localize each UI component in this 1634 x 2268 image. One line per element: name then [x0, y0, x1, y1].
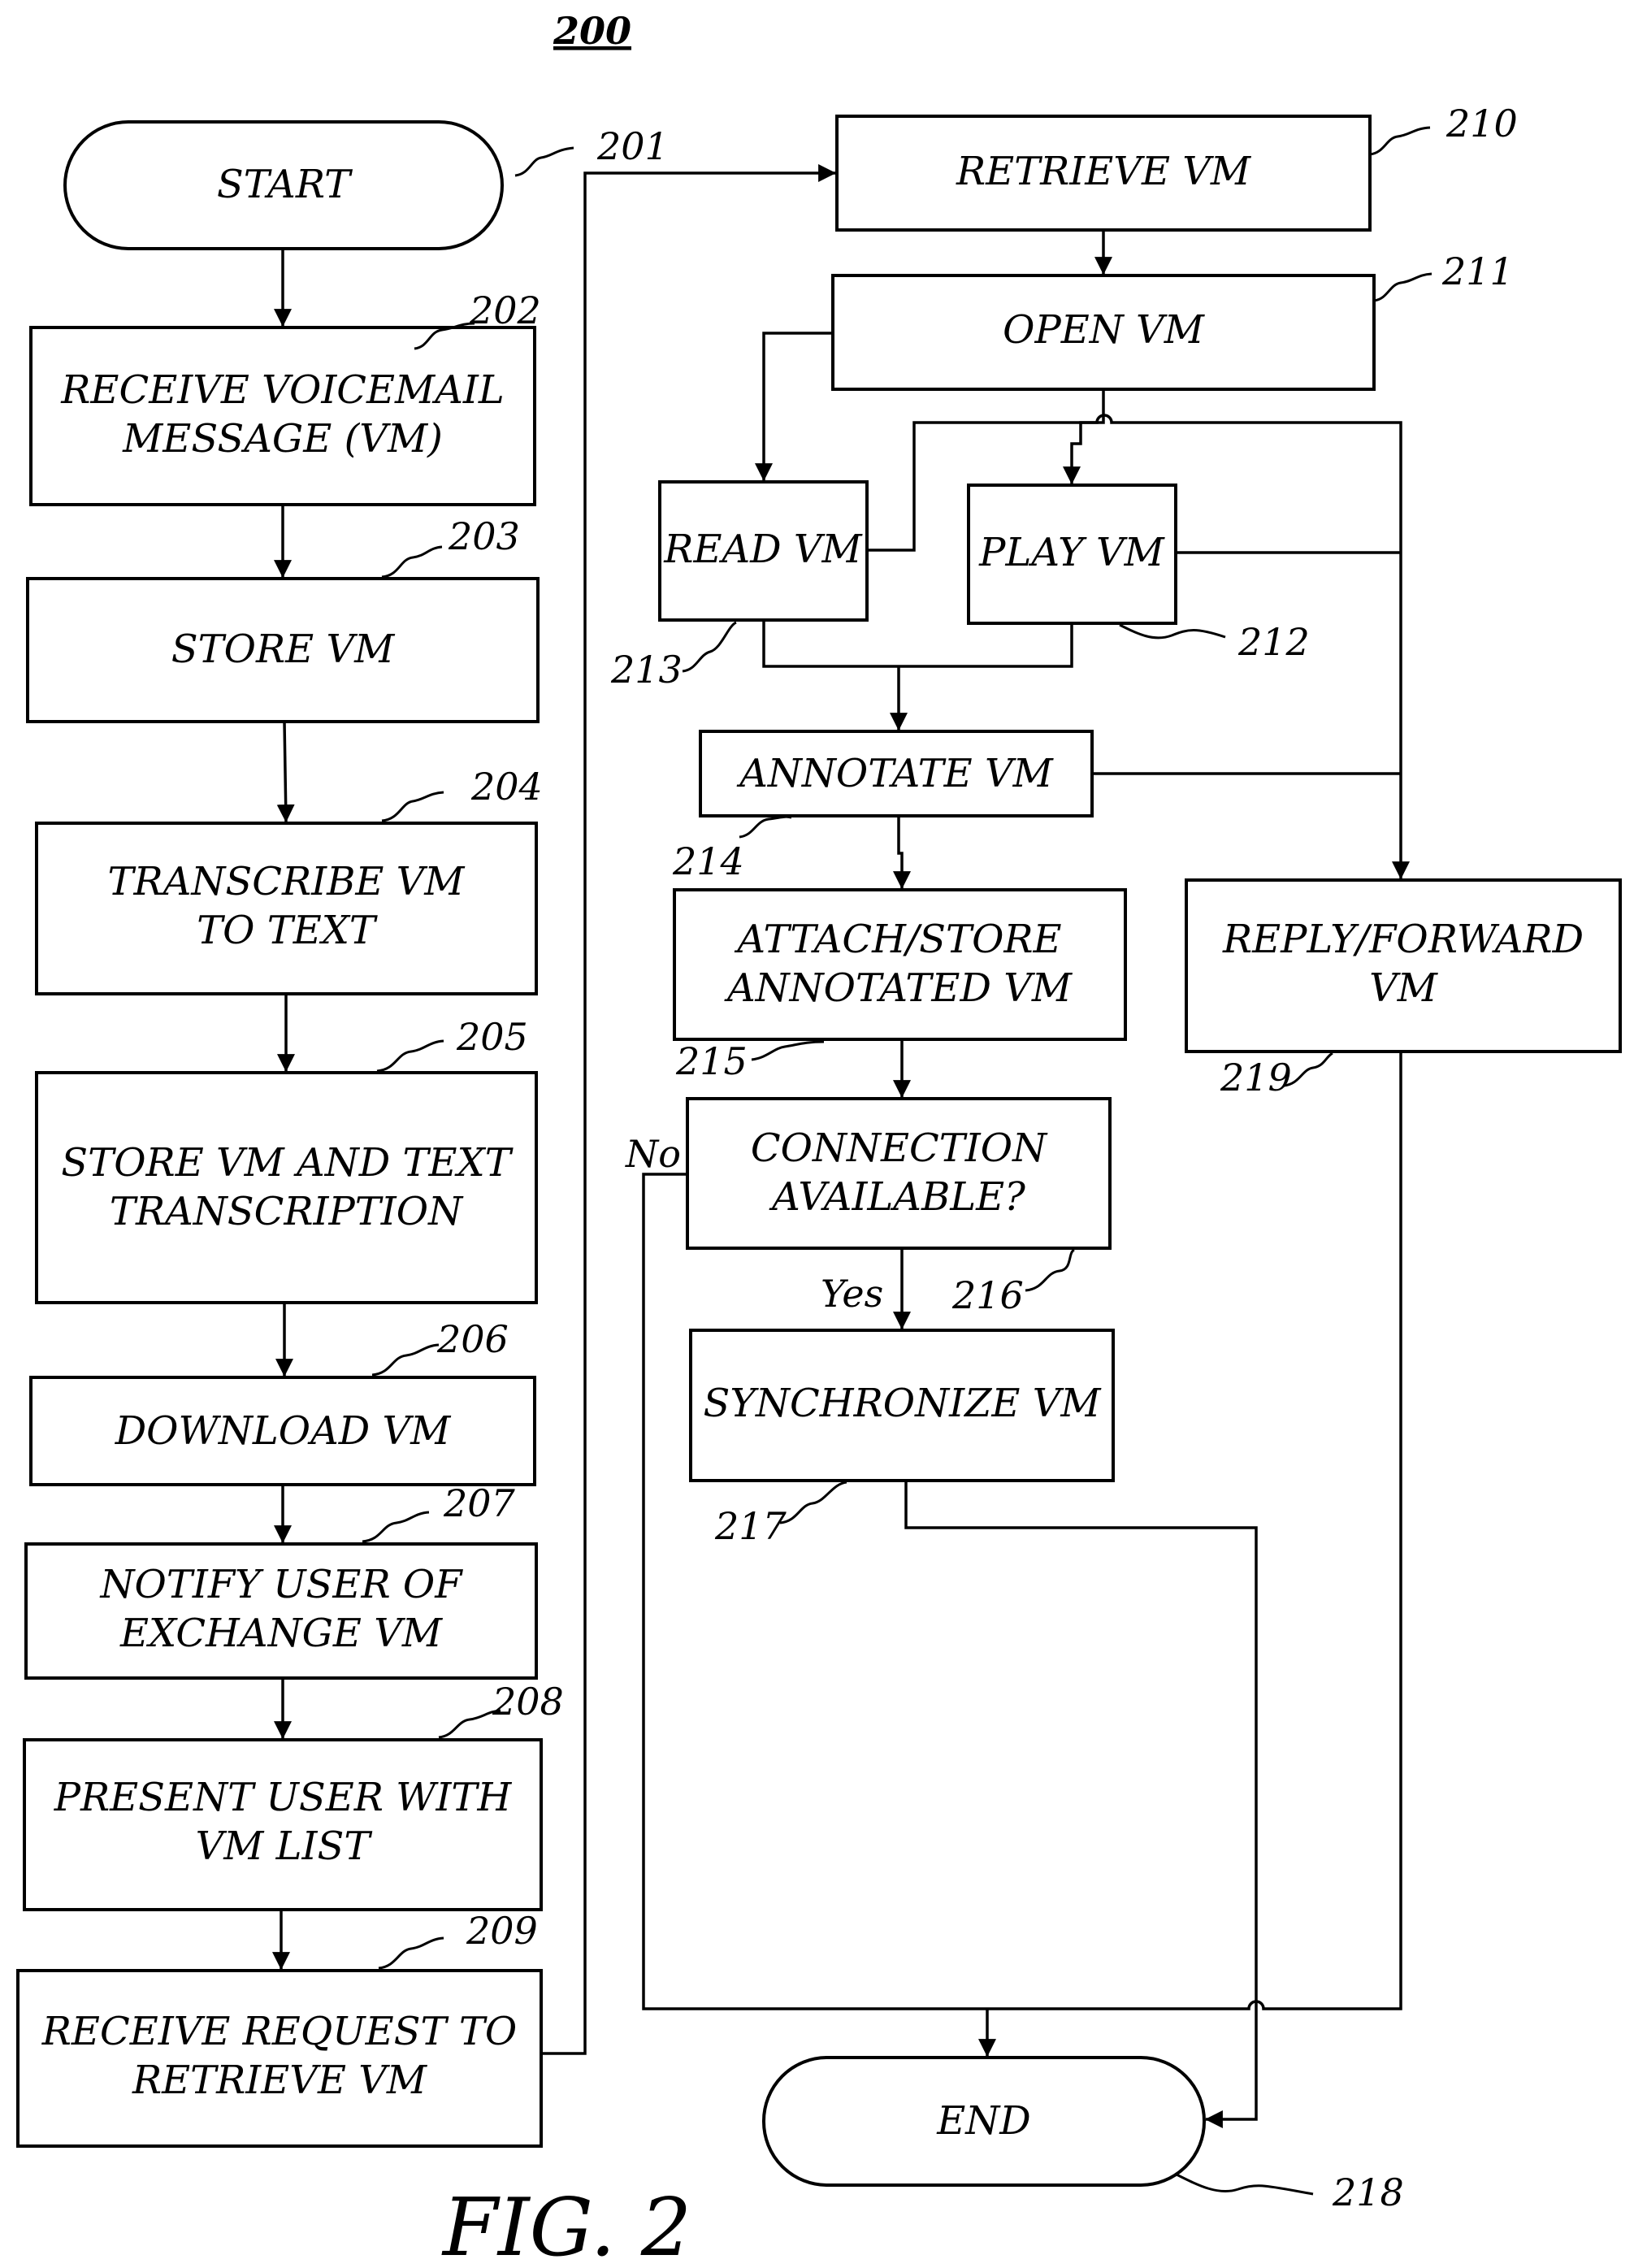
ref-215: 215 — [675, 1039, 748, 1083]
ref-217: 217 — [714, 1504, 787, 1548]
connection-label-line2: AVAILABLE? — [769, 1174, 1025, 1220]
leader-217 — [780, 1482, 847, 1523]
play-label: PLAY VM — [978, 530, 1166, 575]
leader-201 — [515, 148, 574, 176]
present-label-line2: VM LIST — [196, 1824, 373, 1869]
leader-213 — [683, 622, 736, 671]
store-text-label-line1: STORE VM AND TEXT — [61, 1140, 513, 1186]
notify-label-line1: NOTIFY USER OF — [99, 1562, 463, 1607]
arrow-read-play-to-annotate — [764, 620, 1072, 730]
leader-216 — [1025, 1250, 1074, 1290]
leader-218 — [1177, 2175, 1313, 2194]
line-open-down — [1072, 389, 1103, 484]
ref-206: 206 — [436, 1317, 509, 1361]
synchronize-label: SYNCHRONIZE VM — [703, 1381, 1102, 1426]
edge-label-no: No — [625, 1132, 681, 1176]
leader-207 — [362, 1512, 429, 1542]
start-label: START — [217, 162, 353, 207]
end-label: END — [936, 2098, 1031, 2144]
read-label: READ VM — [663, 527, 863, 572]
attach-label-line2: ANNOTATED VM — [724, 965, 1073, 1011]
leader-204 — [382, 792, 444, 821]
attach-label-line1: ATTACH/STORE — [734, 917, 1061, 962]
leader-210 — [1370, 128, 1430, 154]
ref-212: 212 — [1237, 620, 1310, 664]
leader-212 — [1120, 625, 1225, 638]
ref-218: 218 — [1332, 2170, 1404, 2214]
leader-208 — [439, 1711, 501, 1737]
present-label-line1: PRESENT USER WITH — [54, 1775, 513, 1820]
edge-label-yes: Yes — [821, 1272, 883, 1316]
transcribe-label-line2: TO TEXT — [197, 908, 378, 953]
attach-box — [674, 890, 1125, 1039]
ref-214: 214 — [672, 839, 744, 883]
leader-205 — [377, 1041, 444, 1071]
store-text-box — [37, 1073, 536, 1303]
receive-voicemail-label-line2: MESSAGE (VM) — [122, 416, 443, 462]
store-vm-label: STORE VM — [171, 627, 396, 672]
retrieve-label: RETRIEVE VM — [956, 149, 1252, 194]
reply-forward-label-line2: VM — [1369, 965, 1439, 1011]
leader-214 — [739, 817, 791, 837]
arrow-open-to-read — [764, 333, 833, 480]
download-label: DOWNLOAD VM — [115, 1408, 452, 1454]
receive-voicemail-label-line1: RECEIVE VOICEMAIL — [60, 367, 504, 413]
store-text-label-line2: TRANSCRIPTION — [110, 1189, 464, 1234]
ref-205: 205 — [456, 1015, 528, 1059]
ref-209: 209 — [466, 1909, 538, 1953]
ref-207: 207 — [443, 1481, 516, 1525]
arrow-store-to-transcribe — [284, 722, 286, 822]
arrow-sync-to-end — [906, 1481, 1256, 2119]
leader-215 — [752, 1042, 824, 1060]
transcribe-label-line1: TRANSCRIBE VM — [108, 859, 466, 904]
ref-203: 203 — [448, 514, 520, 558]
leader-206 — [372, 1345, 439, 1375]
ref-201: 201 — [596, 124, 669, 168]
request-label-line2: RETRIEVE VM — [132, 2058, 428, 2103]
ref-219: 219 — [1220, 1056, 1292, 1099]
leader-211 — [1374, 274, 1432, 301]
leader-209 — [379, 1938, 444, 1968]
ref-211: 211 — [1441, 249, 1514, 293]
ref-216: 216 — [951, 1273, 1024, 1317]
arrow-annotate-to-attach — [899, 816, 902, 888]
annotate-label: ANNOTATE VM — [736, 751, 1054, 796]
ref-208: 208 — [492, 1680, 564, 1724]
open-label: OPEN VM — [1003, 307, 1206, 353]
figure-label: FIG. 2 — [441, 2182, 691, 2268]
ref-202: 202 — [469, 288, 541, 332]
reply-forward-label-line1: REPLY/FORWARD — [1222, 917, 1584, 962]
connection-label-line1: CONNECTION — [751, 1125, 1048, 1171]
diagram-number: 200 — [553, 9, 631, 53]
connection-box — [687, 1099, 1110, 1248]
notify-label-line2: EXCHANGE VM — [119, 1611, 444, 1656]
ref-210: 210 — [1445, 102, 1518, 145]
ref-213: 213 — [610, 648, 683, 692]
request-label-line1: RECEIVE REQUEST TO — [41, 2009, 517, 2054]
leader-203 — [382, 547, 442, 577]
ref-204: 204 — [470, 765, 543, 809]
